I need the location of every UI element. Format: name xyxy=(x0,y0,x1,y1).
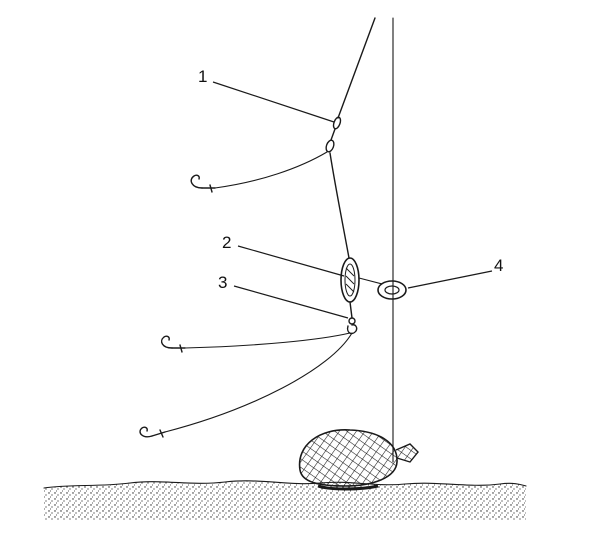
leader-2 xyxy=(237,245,345,277)
ring-connector xyxy=(358,277,383,285)
main-line xyxy=(337,17,376,119)
link-line-upper xyxy=(329,152,350,259)
upper-snood xyxy=(214,151,328,189)
hook-icon xyxy=(190,174,216,193)
callout-label-3: 3 xyxy=(218,273,227,292)
hook-icon xyxy=(139,426,166,438)
lower-snood xyxy=(164,332,353,433)
swivel-icon xyxy=(325,116,342,153)
callout-label-1: 1 xyxy=(198,67,207,86)
ring-icon xyxy=(377,280,407,300)
sinker-icon xyxy=(340,257,360,303)
sea-bottom xyxy=(44,480,526,520)
leader-1 xyxy=(212,81,335,123)
callout-label-4: 4 xyxy=(494,256,503,275)
bait-net-icon xyxy=(298,429,419,491)
leader-4 xyxy=(407,270,493,289)
leader-3 xyxy=(233,285,349,319)
swivel-icon xyxy=(346,317,358,335)
link-line-lower xyxy=(349,301,353,319)
callout-label-2: 2 xyxy=(222,233,231,252)
hook-icon xyxy=(160,335,186,353)
middle-snood xyxy=(184,332,351,349)
